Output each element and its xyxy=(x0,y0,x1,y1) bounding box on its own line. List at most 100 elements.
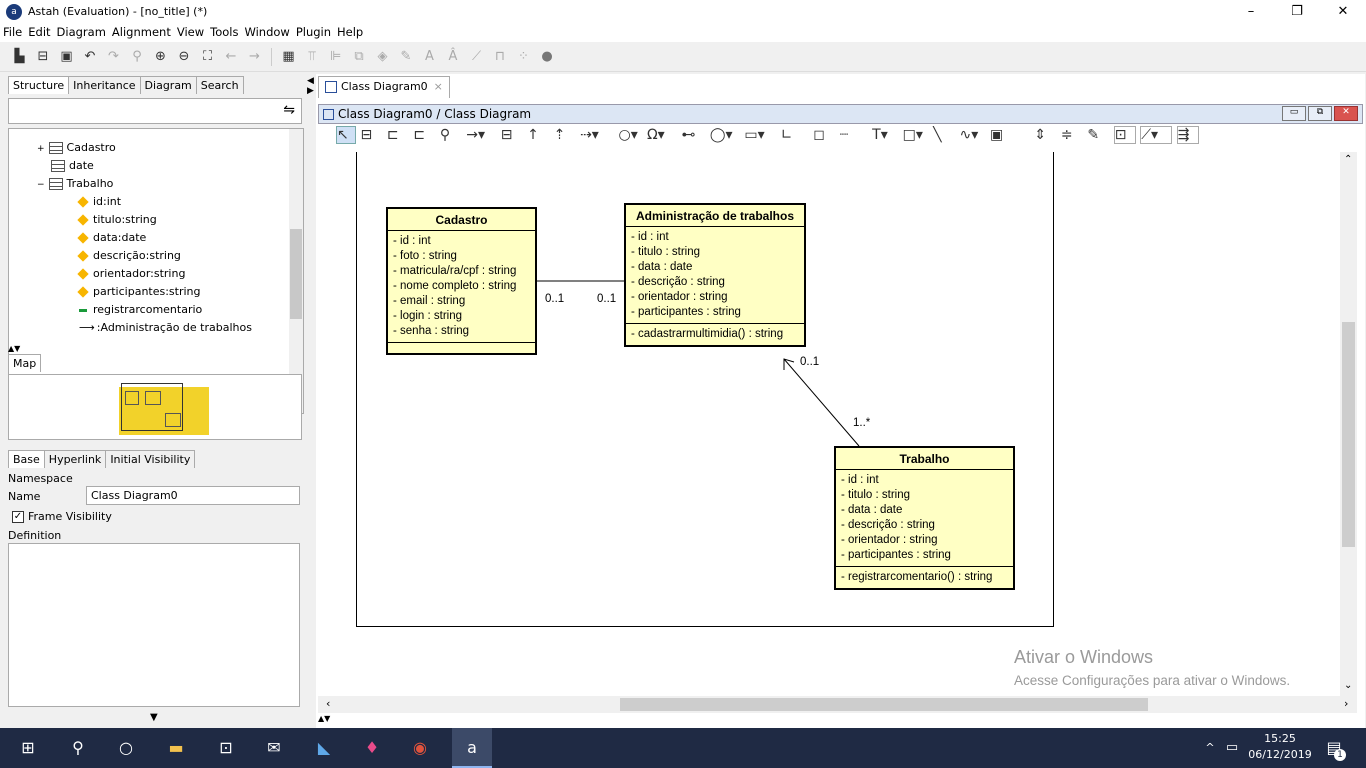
rectangle-tool-icon[interactable]: □▾ xyxy=(902,127,923,143)
required-tool-icon[interactable]: ◯▾ xyxy=(709,127,733,143)
usage-tool-icon[interactable]: Ω▾ xyxy=(646,127,665,143)
vertical-space-icon[interactable]: ⇕ xyxy=(1034,127,1047,143)
sync-icon[interactable]: ⇋ xyxy=(283,102,295,118)
lollipop-tool-icon[interactable]: ⊷ xyxy=(681,127,696,143)
expand-icon[interactable]: + xyxy=(37,144,45,154)
font-size-icon[interactable]: Â xyxy=(448,49,458,64)
app-icon[interactable]: ◣ xyxy=(317,738,331,757)
font-color-icon[interactable]: A xyxy=(425,49,434,64)
close-tab-icon[interactable]: × xyxy=(433,80,443,93)
pin-icon[interactable]: ✎ xyxy=(1087,127,1100,143)
tree-item-op[interactable]: registrarcomentario xyxy=(93,303,203,316)
task-view-icon[interactable]: ○ xyxy=(119,738,133,757)
minimize-button[interactable]: – xyxy=(1247,4,1255,19)
note-tool-icon[interactable]: ◻ xyxy=(813,127,825,143)
package-tool-icon[interactable]: ⊏ xyxy=(386,127,399,143)
canvas-vertical-scrollbar[interactable]: ⌃ ⌄ xyxy=(1340,152,1357,696)
layer-icon[interactable]: ⧉ xyxy=(354,49,364,64)
windows-start-icon[interactable]: ⊞ xyxy=(21,738,35,757)
maps-icon[interactable]: ♦ xyxy=(364,738,380,757)
undo-icon[interactable]: ↶ xyxy=(84,49,96,64)
clock-date[interactable]: 06/12/2019 xyxy=(1248,748,1312,761)
image-tool-icon[interactable]: ▣ xyxy=(989,127,1004,143)
horizontal-scroll-thumb[interactable] xyxy=(620,698,1148,711)
tab-inheritance[interactable]: Inheritance xyxy=(68,76,141,94)
tree-scrollbar[interactable] xyxy=(289,129,303,413)
map-viewport[interactable] xyxy=(119,387,209,435)
menu-plugin[interactable]: Plugin xyxy=(295,25,332,39)
map-panel[interactable] xyxy=(8,374,302,440)
forward-icon[interactable]: → xyxy=(249,49,260,64)
dependency-tool-icon[interactable]: ⇢▾ xyxy=(580,127,599,143)
collapse-icon[interactable]: − xyxy=(37,180,45,190)
mail-icon[interactable]: ✉ xyxy=(267,738,281,757)
frame-visibility-checkbox[interactable]: ✓ xyxy=(12,511,24,523)
tree-item-assoc[interactable]: :Administração de trabalhos xyxy=(96,321,252,334)
zoom-in-icon[interactable]: ⊕ xyxy=(155,49,166,64)
pin-tool-icon[interactable]: ⚲ xyxy=(439,127,451,143)
tree-item-date[interactable]: date xyxy=(69,159,94,172)
tab-search[interactable]: Search xyxy=(195,76,244,94)
diagram-restore-button[interactable]: ⧉ xyxy=(1308,106,1332,121)
new-file-icon[interactable]: ▙ xyxy=(14,49,25,64)
tab-initial-visibility[interactable]: Initial Visibility xyxy=(105,450,196,468)
text-tool-icon[interactable]: T▾ xyxy=(872,127,888,143)
tab-structure[interactable]: Structure xyxy=(8,76,70,94)
object-tool-icon[interactable]: ▭▾ xyxy=(744,127,765,143)
tab-hyperlink[interactable]: Hyperlink xyxy=(43,450,107,468)
note-anchor-tool-icon[interactable]: ∟ xyxy=(780,127,793,143)
store-icon[interactable]: ⊡ xyxy=(219,738,233,757)
scroll-right-icon[interactable]: › xyxy=(1344,697,1349,710)
redo-icon[interactable]: ↷ xyxy=(108,49,119,64)
definition-textarea[interactable] xyxy=(8,543,300,707)
save-icon[interactable]: ▣ xyxy=(60,49,73,64)
horizontal-space-icon[interactable]: ≑ xyxy=(1060,127,1073,143)
class-tool-icon[interactable]: ⊟ xyxy=(360,127,373,143)
menu-tools[interactable]: Tools xyxy=(210,25,239,39)
select-tool-icon[interactable]: ↖ xyxy=(336,126,356,144)
menu-diagram[interactable]: Diagram xyxy=(56,25,106,39)
vertical-scroll-thumb[interactable] xyxy=(1342,322,1355,547)
collapse-down-icon[interactable]: ▼ xyxy=(150,712,158,723)
editor-splitter-arrows[interactable]: ▲▼ xyxy=(318,714,331,723)
restore-button[interactable]: ❐ xyxy=(1291,4,1303,19)
chrome-icon[interactable]: ◉ xyxy=(413,738,427,757)
fill-color-icon[interactable]: ◈ xyxy=(377,49,388,64)
dots-icon[interactable]: ⁘ xyxy=(518,49,529,64)
tree-scroll-thumb[interactable] xyxy=(290,229,302,319)
class-trabalho[interactable]: Trabalho - id : int - titulo : string - … xyxy=(834,446,1015,590)
realization-tool-icon[interactable]: ⇡ xyxy=(553,127,566,143)
tray-chevron-icon[interactable]: ^ xyxy=(1205,741,1215,754)
class-cadastro[interactable]: Cadastro - id : int - foto : string - ma… xyxy=(386,207,537,355)
back-icon[interactable]: ← xyxy=(225,49,237,64)
snap-toggle-icon[interactable]: ⊡ xyxy=(1113,126,1136,144)
menu-edit[interactable]: Edit xyxy=(28,25,51,39)
interface-tool-icon[interactable]: ○▾ xyxy=(618,127,638,143)
network-icon[interactable]: ▭ xyxy=(1225,740,1239,755)
tab-class-diagram[interactable]: Class Diagram0× xyxy=(318,76,450,98)
tree-item-trabalho[interactable]: Trabalho xyxy=(66,177,114,190)
tree-item-attr[interactable]: participantes:string xyxy=(93,285,201,298)
open-folder-icon[interactable]: ⊟ xyxy=(37,49,49,64)
line-tool-icon[interactable]: ╲ xyxy=(933,127,942,143)
scroll-down-icon[interactable]: ⌄ xyxy=(1344,680,1353,691)
astah-taskbar-icon[interactable]: a xyxy=(452,728,492,768)
menu-view[interactable]: View xyxy=(176,25,205,39)
tab-diagram[interactable]: Diagram xyxy=(139,76,197,94)
clock-time[interactable]: 15:25 xyxy=(1264,732,1296,745)
auto-adjust-icon[interactable]: ⇶ xyxy=(1176,126,1199,144)
line-style-icon[interactable]: ⟋ xyxy=(471,49,482,64)
association-tool-icon[interactable]: →▾ xyxy=(466,127,486,143)
tree-item-attr[interactable]: id:int xyxy=(93,195,122,208)
close-button[interactable]: ✕ xyxy=(1337,4,1349,19)
diagram-close-button[interactable]: ✕ xyxy=(1334,106,1358,121)
menu-window[interactable]: Window xyxy=(244,25,290,39)
fit-window-icon[interactable]: ⛶ xyxy=(202,49,213,64)
splitter-arrows[interactable]: ▲▼ xyxy=(8,344,21,353)
menu-help[interactable]: Help xyxy=(337,25,364,39)
association-trabalho-admin[interactable] xyxy=(783,358,860,447)
file-explorer-icon[interactable]: ▬ xyxy=(168,738,184,757)
line-style-tool-icon[interactable]: ⟋▾ xyxy=(1140,126,1173,144)
scroll-left-icon[interactable]: ‹ xyxy=(326,697,331,710)
menu-file[interactable]: File xyxy=(3,25,23,39)
